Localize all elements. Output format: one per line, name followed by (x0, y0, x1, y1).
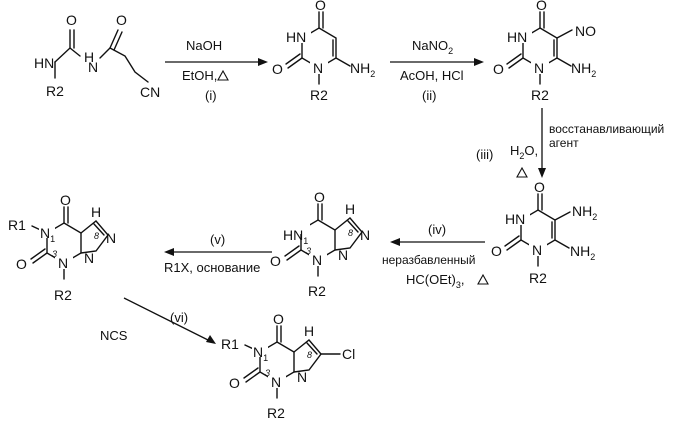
step-label: (iv) (428, 222, 446, 237)
structure-aminouracil: O HN O N NH2 R2 (272, 0, 375, 103)
atom-O: O (270, 253, 281, 269)
reagent-label: NaOH (186, 38, 222, 53)
acid-label: AcOH, HCl (400, 68, 464, 83)
atom-NH: H (84, 49, 94, 65)
structure-nitroso-aminouracil: O HN O N NO NH2 R2 (493, 0, 596, 103)
atom-N: N (106, 230, 116, 246)
arrow-step-ii: NaNO2 AcOH, HCl (ii) (390, 38, 484, 103)
atom-N: N1 (253, 344, 268, 363)
atom-O: O (315, 0, 326, 13)
atom-N: N (297, 369, 307, 385)
atom-O: O (116, 12, 127, 28)
solvent-label: EtOH, (182, 68, 217, 83)
atom-O: O (272, 61, 283, 77)
structure-cyanoacetylurea: O O HN H N R2 CN (34, 12, 160, 100)
atom-NH: HN (286, 29, 306, 45)
atom-O: O (536, 0, 547, 13)
atom-O: O (229, 375, 240, 391)
atom-N: N1 (40, 225, 55, 244)
qualifier-label: неразбавленный (382, 253, 476, 267)
atom-CN: CN (140, 84, 160, 100)
arrow-step-v: (v) R1X, основание (164, 232, 272, 275)
atom-O: O (16, 256, 27, 272)
atom-NH: H (91, 204, 101, 220)
atom-N: N (360, 227, 370, 243)
atom-NH2: NH2 (350, 60, 375, 79)
atom-NH2: NH2 (571, 60, 596, 79)
heat-icon (477, 273, 489, 285)
atom-R2: R2 (46, 83, 64, 99)
atom-NH: HN1 (283, 227, 308, 246)
arrow-step-vi: (vi) NCS (100, 297, 216, 344)
arrow-step-iii: восстанавливающий агент H2O, (iii) (476, 108, 664, 178)
ring-number: 8 (94, 231, 99, 241)
atom-O: O (493, 61, 504, 77)
atom-R2: R2 (54, 287, 72, 303)
atom-N: N (312, 252, 322, 268)
structure-chloroxanthine: O R1 N1 O N 3 H 8 Cl N R2 (221, 311, 355, 421)
step-label: (vi) (170, 310, 188, 325)
arrow-step-i: NaOH EtOH, (i) (165, 38, 268, 103)
atom-O: O (491, 243, 502, 259)
water-label: H2O, (510, 143, 538, 161)
atom-O: O (273, 311, 284, 327)
atom-R1: R1 (8, 217, 26, 233)
atom-R2: R2 (310, 87, 328, 103)
atom-N: N (534, 60, 544, 76)
arrow-step-iv: (iv) неразбавленный HC(OEt)3, (382, 222, 489, 290)
atom-N: N (58, 255, 68, 271)
structure-dialkylxanthine: O R1 N1 O N 3 H 8 N N R2 (8, 192, 116, 303)
ring-number: 8 (307, 350, 312, 360)
atom-R2: R2 (267, 405, 285, 421)
ring-number: 8 (348, 228, 353, 238)
ring-number: 3 (52, 249, 57, 259)
step-label: (v) (210, 232, 225, 247)
atom-NH: H (345, 201, 355, 217)
reagent-label: NCS (100, 328, 128, 343)
atom-N: N (532, 242, 542, 258)
atom-NH: HN (34, 55, 54, 71)
atom-R2: R2 (308, 283, 326, 299)
atom-O: O (66, 12, 77, 28)
step-label: (i) (205, 88, 217, 103)
structure-xanthine: O HN1 O N 3 H 8 N N R2 (270, 189, 370, 299)
atom-N: N (84, 250, 94, 266)
step-label: (iii) (476, 147, 493, 162)
reagent-label: R1X, основание (164, 260, 260, 275)
atom-N: N (313, 60, 323, 76)
atom-R2: R2 (531, 87, 549, 103)
ring-number: 3 (265, 368, 270, 378)
agent-label: агент (549, 136, 579, 150)
atom-N: N (271, 374, 281, 390)
atom-O: O (314, 189, 325, 205)
structure-diaminouracil: O HN O N NH2 NH2 R2 (491, 179, 597, 286)
atom-R2: R2 (529, 270, 547, 286)
atom-N: N (88, 59, 98, 75)
atom-NO: NO (575, 23, 596, 39)
atom-NH: H (304, 323, 314, 339)
atom-NH2: NH2 (570, 243, 595, 262)
reagent-label: HC(OEt)3, (406, 272, 464, 290)
heat-icon (217, 69, 229, 81)
atom-NH: HN (507, 29, 527, 45)
atom-N: N (338, 247, 348, 263)
agent-label: восстанавливающий (549, 122, 664, 136)
step-label: (ii) (422, 88, 436, 103)
atom-O: O (534, 179, 545, 195)
ring-number: 3 (306, 246, 311, 256)
atom-O: O (60, 192, 71, 208)
reagent-label: NaNO2 (412, 38, 453, 56)
heat-icon (516, 166, 528, 178)
atom-NH: HN (505, 211, 525, 227)
atom-Cl: Cl (342, 346, 355, 362)
atom-NH2: NH2 (572, 203, 597, 222)
atom-R1: R1 (221, 336, 239, 352)
